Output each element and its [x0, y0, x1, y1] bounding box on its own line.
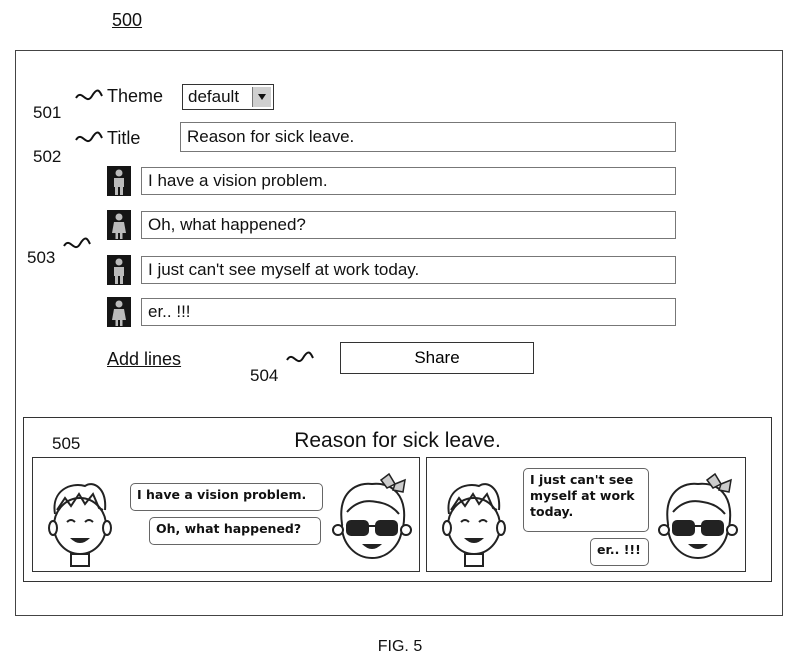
application-frame: [15, 50, 783, 616]
comic-title: Reason for sick leave.: [294, 429, 501, 452]
squiggle-connector-share: [286, 351, 314, 363]
dialogue-line-input-1[interactable]: I have a vision problem.: [141, 167, 676, 195]
dialogue-line-input-3[interactable]: I just can't see myself at work today.: [141, 256, 676, 284]
squiggle-connector-title: [75, 131, 103, 143]
ref-label-title: 502: [33, 147, 62, 166]
comic-preview: [23, 417, 772, 582]
add-lines-link[interactable]: Add lines: [107, 349, 182, 369]
theme-label: Theme: [107, 86, 164, 106]
female-character-icon: [332, 472, 412, 559]
speech-bubble-3: I just can't see myself at work today.: [523, 468, 649, 532]
theme-select-value: default: [188, 87, 240, 106]
comic-panel-1: I have a vision problem. Oh, what happen…: [32, 457, 420, 572]
male-person-icon: [107, 166, 131, 196]
dialogue-line-input-4[interactable]: er.. !!!: [141, 298, 676, 326]
comic-panel-2: I just can't see myself at work today. e…: [426, 457, 746, 572]
ref-label-theme: 501: [33, 103, 62, 122]
male-person-icon: [107, 255, 131, 285]
male-character-icon: [442, 483, 506, 567]
speech-bubble-4: er.. !!!: [590, 538, 649, 566]
share-button[interactable]: Share: [340, 342, 534, 374]
dialogue-line-input-2[interactable]: Oh, what happened?: [141, 211, 676, 239]
female-person-icon: [107, 210, 131, 240]
squiggle-connector-theme: [75, 89, 103, 101]
male-character-icon: [48, 483, 112, 567]
title-input[interactable]: Reason for sick leave.: [180, 122, 676, 152]
squiggle-connector-lines: [63, 237, 91, 249]
theme-select[interactable]: default: [182, 84, 274, 110]
ref-label-share: 504: [250, 366, 279, 385]
figure-number: 500: [112, 10, 143, 30]
female-character-icon: [658, 472, 738, 559]
speech-bubble-2: Oh, what happened?: [149, 517, 321, 545]
ref-label-preview: 505: [52, 434, 81, 453]
female-person-icon: [107, 297, 131, 327]
ref-label-lines: 503: [27, 248, 56, 267]
triangle-down-icon[interactable]: [252, 87, 271, 107]
title-label: Title: [107, 128, 141, 148]
speech-bubble-1: I have a vision problem.: [130, 483, 323, 511]
figure-caption: FIG. 5: [377, 638, 423, 655]
